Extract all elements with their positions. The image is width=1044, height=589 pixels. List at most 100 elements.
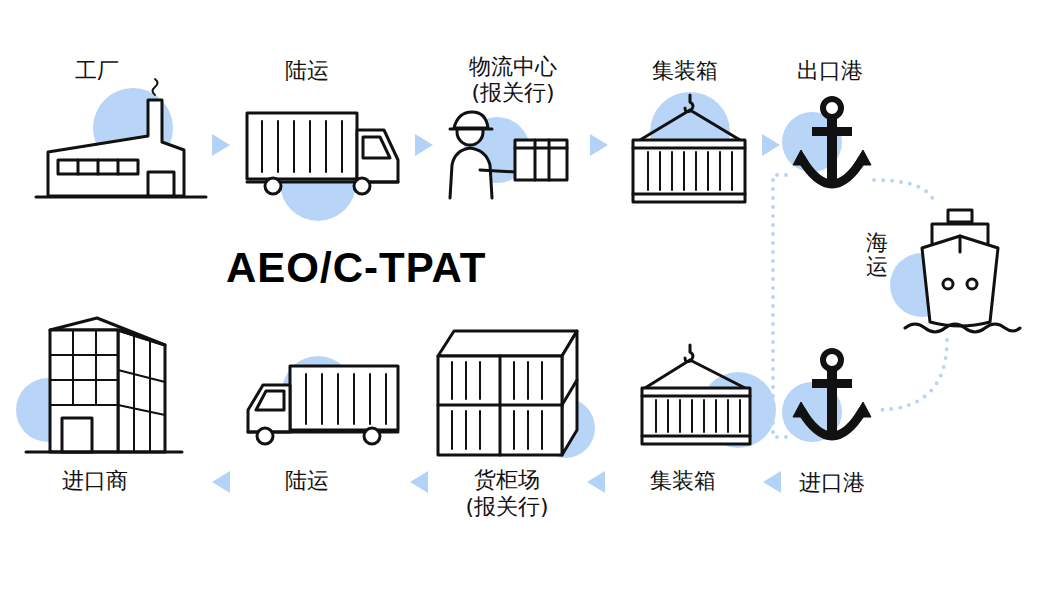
station-label: 进口港 (799, 470, 865, 496)
ship-icon (905, 210, 1020, 332)
worker-icon-part (515, 140, 567, 180)
truck-icon-part (256, 391, 284, 410)
station-label: 物流中心 (469, 54, 557, 80)
factory-icon-part (78, 160, 118, 174)
station-label: 海运 (866, 231, 888, 279)
factory-icon-part (48, 100, 184, 196)
building-icon-part (118, 330, 165, 452)
sea-route-dotted-line (874, 180, 935, 205)
truck-icon-part (257, 428, 273, 444)
flow-connector (212, 471, 230, 493)
container-yard-icon-part (438, 356, 577, 455)
ship-icon-part (967, 279, 977, 289)
truck-icon-part (364, 428, 380, 444)
factory-icon-part (153, 79, 158, 95)
ship-icon-part (922, 236, 998, 326)
anchor-icon-part (793, 150, 871, 165)
station-label: 陆运 (285, 468, 329, 494)
truck-icon-part (363, 137, 390, 158)
anchor-icon-part (812, 379, 852, 388)
station-label: 陆运 (285, 58, 329, 84)
container-icon-part (640, 110, 740, 140)
container-icon-part (642, 396, 750, 436)
flow-connector (874, 180, 935, 205)
station-label: 工厂 (75, 58, 119, 84)
station-node: 工厂 (40, 50, 206, 202)
container-yard-icon (438, 331, 577, 455)
truck-icon-part (247, 113, 357, 179)
anchor-icon-part (801, 410, 863, 436)
container-icon-part (648, 152, 732, 190)
flow-connector (773, 175, 788, 437)
flow-arrowhead (212, 471, 230, 493)
flow-arrowhead (212, 134, 230, 156)
truck-icon-part (248, 385, 290, 432)
flow-connector (876, 340, 947, 410)
station-label: 集装箱 (650, 468, 716, 494)
flow-arrowhead (410, 471, 428, 493)
ship-icon-part (959, 236, 962, 252)
flow-arrowhead (763, 471, 781, 493)
truck-icon-part (262, 121, 342, 172)
anchor-icon-part (793, 402, 871, 417)
ship-icon-part (905, 324, 1020, 332)
worker-icon-part (515, 140, 567, 180)
container-icon-part (633, 140, 745, 202)
container-yard-icon-part (438, 331, 577, 356)
station-label: 集装箱 (652, 58, 718, 84)
container-icon-part (645, 360, 745, 388)
anchor-icon-part (812, 127, 852, 136)
container-icon-part (633, 148, 745, 194)
flow-connector (587, 471, 605, 493)
station-node: 海运 (860, 205, 1010, 340)
station-node: 出口港 (786, 50, 874, 200)
station-node: 陆运 (236, 50, 406, 202)
building-icon (26, 318, 182, 452)
container-icon-part (656, 400, 740, 432)
ship-icon-part (948, 210, 972, 222)
worker-icon-part (450, 148, 492, 198)
container-yard-icon-part (452, 362, 542, 449)
station-node: 陆运 (236, 355, 406, 500)
worker-icon-part (454, 112, 488, 128)
flow-connector (410, 471, 428, 493)
factory-icon-part (36, 196, 206, 199)
flow-arrowhead (590, 134, 608, 156)
diagram-title: AEO/C-TPAT (226, 244, 486, 292)
anchor-icon (793, 351, 871, 439)
ship-icon-part (943, 279, 953, 289)
station-label: 货柜场 (474, 467, 540, 493)
station-node: 集装箱 (614, 50, 756, 206)
flow-connector (763, 471, 781, 493)
factory-icon (36, 79, 206, 197)
anchor-icon-part (823, 351, 841, 369)
truck-icon-part (357, 130, 398, 182)
worker-icon-part (480, 170, 516, 172)
container-icon-part (642, 388, 750, 444)
flow-connector (415, 134, 433, 156)
station-label: 出口港 (797, 58, 863, 84)
flow-arrowhead (415, 134, 433, 156)
anchor-icon-part (801, 158, 863, 184)
container-icon (633, 95, 745, 202)
flow-connector (762, 134, 780, 156)
anchor-icon (793, 99, 871, 187)
worker-icon (450, 112, 567, 198)
truck-icon-part (290, 366, 398, 430)
flow-connector (590, 134, 608, 156)
flow-arrowhead (587, 471, 605, 493)
station-node: 货柜场(报关行) (432, 326, 582, 526)
factory-icon-part (58, 160, 138, 174)
station-label: 进口商 (62, 468, 128, 494)
truck-icon (248, 366, 398, 444)
sea-route-dotted-line (773, 175, 788, 437)
flow-connector (212, 134, 230, 156)
station-node: 进口港 (788, 342, 876, 502)
sea-route-dotted-line (876, 340, 947, 410)
building-icon-part (26, 451, 182, 454)
station-node: 集装箱 (610, 335, 756, 500)
worker-icon-part (450, 128, 492, 131)
truck-icon-part (306, 374, 386, 424)
blue-circle (16, 88, 954, 458)
factory-icon-part (148, 172, 174, 196)
